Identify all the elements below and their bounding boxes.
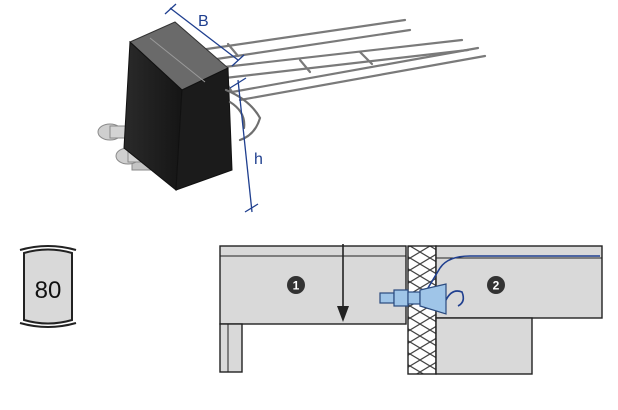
balcony-slab (219, 245, 407, 325)
fire-rating-value: 80 (35, 277, 62, 304)
svg-text:1: 1 (293, 279, 300, 293)
inner-wall (435, 317, 533, 375)
callout-2: 2 (487, 276, 505, 294)
insulation-block (123, 21, 233, 191)
fire-rating-badge: 80 (19, 245, 77, 328)
reinforcement-bars (198, 18, 487, 102)
width-dimension-label: B (198, 13, 209, 30)
product-illustration: B h (97, 3, 487, 213)
dimension-lines (164, 3, 259, 213)
callout-1: 1 (287, 276, 305, 294)
height-dimension-label: h (254, 151, 263, 168)
support-column (219, 323, 243, 373)
fastener-assembly (379, 283, 447, 315)
reinforcement-bar (439, 255, 600, 269)
section-view (219, 244, 603, 375)
svg-text:2: 2 (493, 279, 500, 293)
